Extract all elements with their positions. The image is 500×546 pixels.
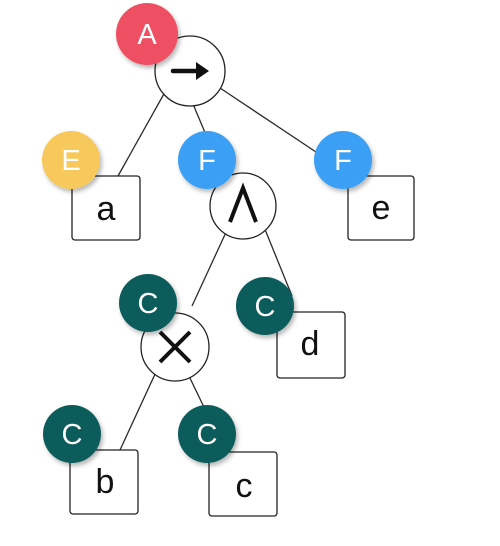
badge-leaf-d-circle: [236, 277, 294, 335]
badge-and-label: F: [198, 145, 216, 177]
leaf-d-box: [276, 311, 346, 379]
leaf-d-label: d: [301, 325, 320, 363]
badge-leaf-a-label: E: [61, 145, 80, 177]
leaf-b-box: [69, 449, 139, 515]
badge-root-label: A: [137, 19, 157, 51]
badge-and-circle: [178, 131, 236, 189]
badge-leaf-c-circle: [178, 405, 236, 463]
badge-leaf-b-circle: [43, 405, 101, 463]
badge-root-circle: [116, 3, 178, 65]
leaf-e-label: e: [372, 189, 391, 227]
logical-and-icon: [228, 182, 258, 223]
badge-leaf-d-label: C: [255, 291, 276, 323]
leaf-a-node: a E: [42, 131, 141, 241]
leaf-b-node: b C: [43, 405, 139, 515]
edge-times-b: [119, 371, 157, 451]
badge-leaf-e-circle: [314, 131, 372, 189]
leaf-b-label: b: [96, 463, 115, 501]
right-arrow-icon: [170, 62, 209, 80]
edge-and-times: [191, 227, 229, 307]
badge-times-circle: [119, 274, 177, 332]
badge-leaf-e-label: F: [334, 145, 352, 177]
badge-times-label: C: [138, 288, 159, 320]
times-node: C: [119, 274, 210, 382]
root-node: A: [116, 3, 226, 107]
leaf-a-label: a: [97, 190, 116, 228]
edge-and-d: [261, 221, 293, 297]
leaf-a-box: [71, 175, 141, 241]
leaf-e-node: e F: [314, 131, 415, 241]
leaf-c-node: c C: [178, 405, 278, 517]
and-node: F: [178, 131, 277, 240]
edges: [117, 87, 353, 451]
leaf-d-node: d C: [236, 277, 346, 379]
and-circle: [209, 172, 277, 240]
leaf-c-box: [208, 451, 278, 517]
times-icon: [158, 330, 192, 364]
leaf-e-box: [347, 175, 415, 241]
badge-leaf-c-label: C: [197, 419, 218, 451]
badge-leaf-b-label: C: [62, 419, 83, 451]
edge-root-a: [117, 91, 166, 177]
leaf-c-label: c: [236, 467, 253, 505]
badge-leaf-a-circle: [42, 131, 100, 189]
